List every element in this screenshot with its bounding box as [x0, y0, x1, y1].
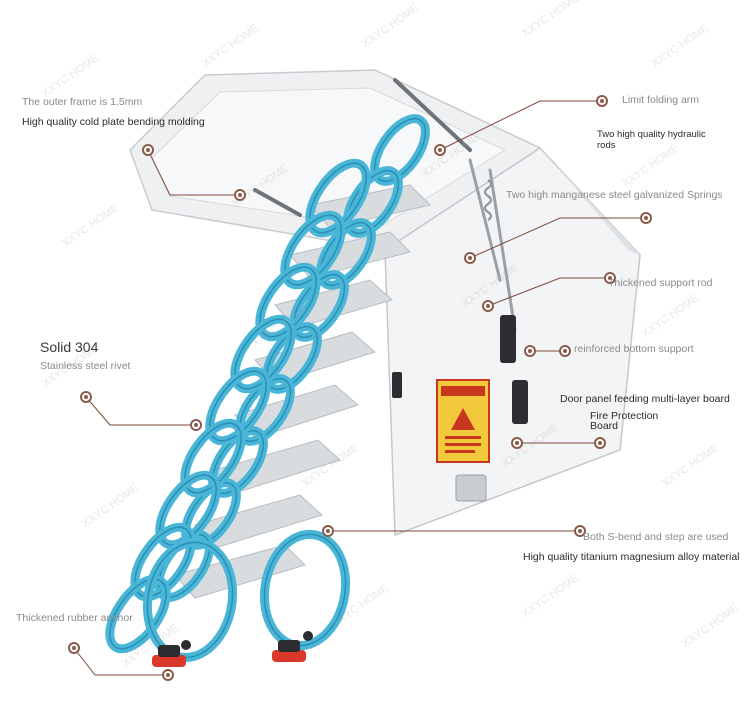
- label-outer-frame: The outer frame is 1.5mm: [22, 96, 143, 108]
- scissor-rail-loop: [184, 422, 242, 494]
- label-fire-board-2: Board: [590, 420, 619, 432]
- bottom-support-brackets: [392, 315, 528, 424]
- label-s-bend: Both S-bend and step are used: [583, 531, 729, 543]
- label-door-panel: Door panel feeding multi-layer board: [560, 393, 730, 405]
- label-springs: Two high manganese steel galvanized Spri…: [506, 189, 723, 201]
- label-cold-plate: High quality cold plate bending molding: [22, 116, 205, 128]
- scissor-rail-loop: [265, 326, 319, 390]
- callout-leader: [469, 217, 646, 259]
- callout-dot: [238, 193, 242, 197]
- fire-warning-sign: [436, 379, 490, 463]
- scissor-rail-loop: [373, 118, 427, 182]
- callout-dot: [608, 276, 612, 280]
- scissor-rail-loop: [234, 318, 292, 390]
- label-rivet: Stainless steel rivet: [40, 360, 131, 372]
- callout-leader: [73, 647, 168, 676]
- callout-dot: [326, 529, 330, 533]
- door-handle-plate: [455, 474, 487, 502]
- callout-dot: [146, 148, 150, 152]
- callout-dot: [468, 256, 472, 260]
- callout-leader: [147, 149, 240, 196]
- hydraulic-rods: [253, 78, 472, 217]
- callout-dot: [600, 99, 604, 103]
- rubber-anchors: [152, 631, 313, 667]
- scissor-rail-loop: [292, 274, 346, 338]
- callout-leader: [487, 277, 610, 307]
- label-hydraulic-rods-2: rods: [597, 140, 616, 151]
- scissor-rail-loop: [259, 266, 317, 338]
- callout-dot: [528, 349, 532, 353]
- label-limit-arm: Limit folding arm: [622, 94, 700, 106]
- callout-dot: [72, 646, 76, 650]
- support-rods: [468, 158, 517, 332]
- label-hydraulic-rods-1: Two high quality hydraulic: [597, 129, 706, 140]
- scissor-rail-loop: [134, 526, 192, 598]
- callout-dot: [486, 304, 490, 308]
- door-panel-edge: [540, 148, 640, 255]
- scissor-rail-loop: [209, 370, 267, 442]
- label-alloy: High quality titanium magnesium alloy ma…: [523, 551, 740, 563]
- callout-leader: [85, 396, 196, 426]
- callout-dot: [644, 216, 648, 220]
- scissor-rail-loop: [284, 214, 342, 286]
- step: [174, 544, 306, 599]
- callout-dot: [563, 349, 567, 353]
- callout-lines: [68, 95, 652, 681]
- callout-dot: [515, 441, 519, 445]
- scissor-rail-loop: [346, 170, 400, 234]
- scissor-rail-loop: [309, 162, 367, 234]
- callout-dot: [438, 148, 442, 152]
- callout-dot: [598, 441, 602, 445]
- callout-dot: [194, 423, 198, 427]
- callout-leader: [439, 100, 602, 151]
- callout-dot: [578, 529, 582, 533]
- callout-dot: [166, 673, 170, 677]
- label-fire-board-1: Fire Protection: [590, 410, 659, 422]
- scissor-rail-loop: [319, 222, 373, 286]
- label-rubber-anchor: Thickened rubber anchor: [16, 612, 133, 624]
- spring: [484, 179, 492, 221]
- scissor-rail-loop: [159, 474, 217, 546]
- label-bottom-support: reinforced bottom support: [574, 343, 694, 355]
- scissor-rails: [105, 114, 430, 663]
- label-solid-304: Solid 304: [40, 339, 99, 355]
- label-support-rod: Thickened support rod: [608, 277, 713, 289]
- callout-dot: [84, 395, 88, 399]
